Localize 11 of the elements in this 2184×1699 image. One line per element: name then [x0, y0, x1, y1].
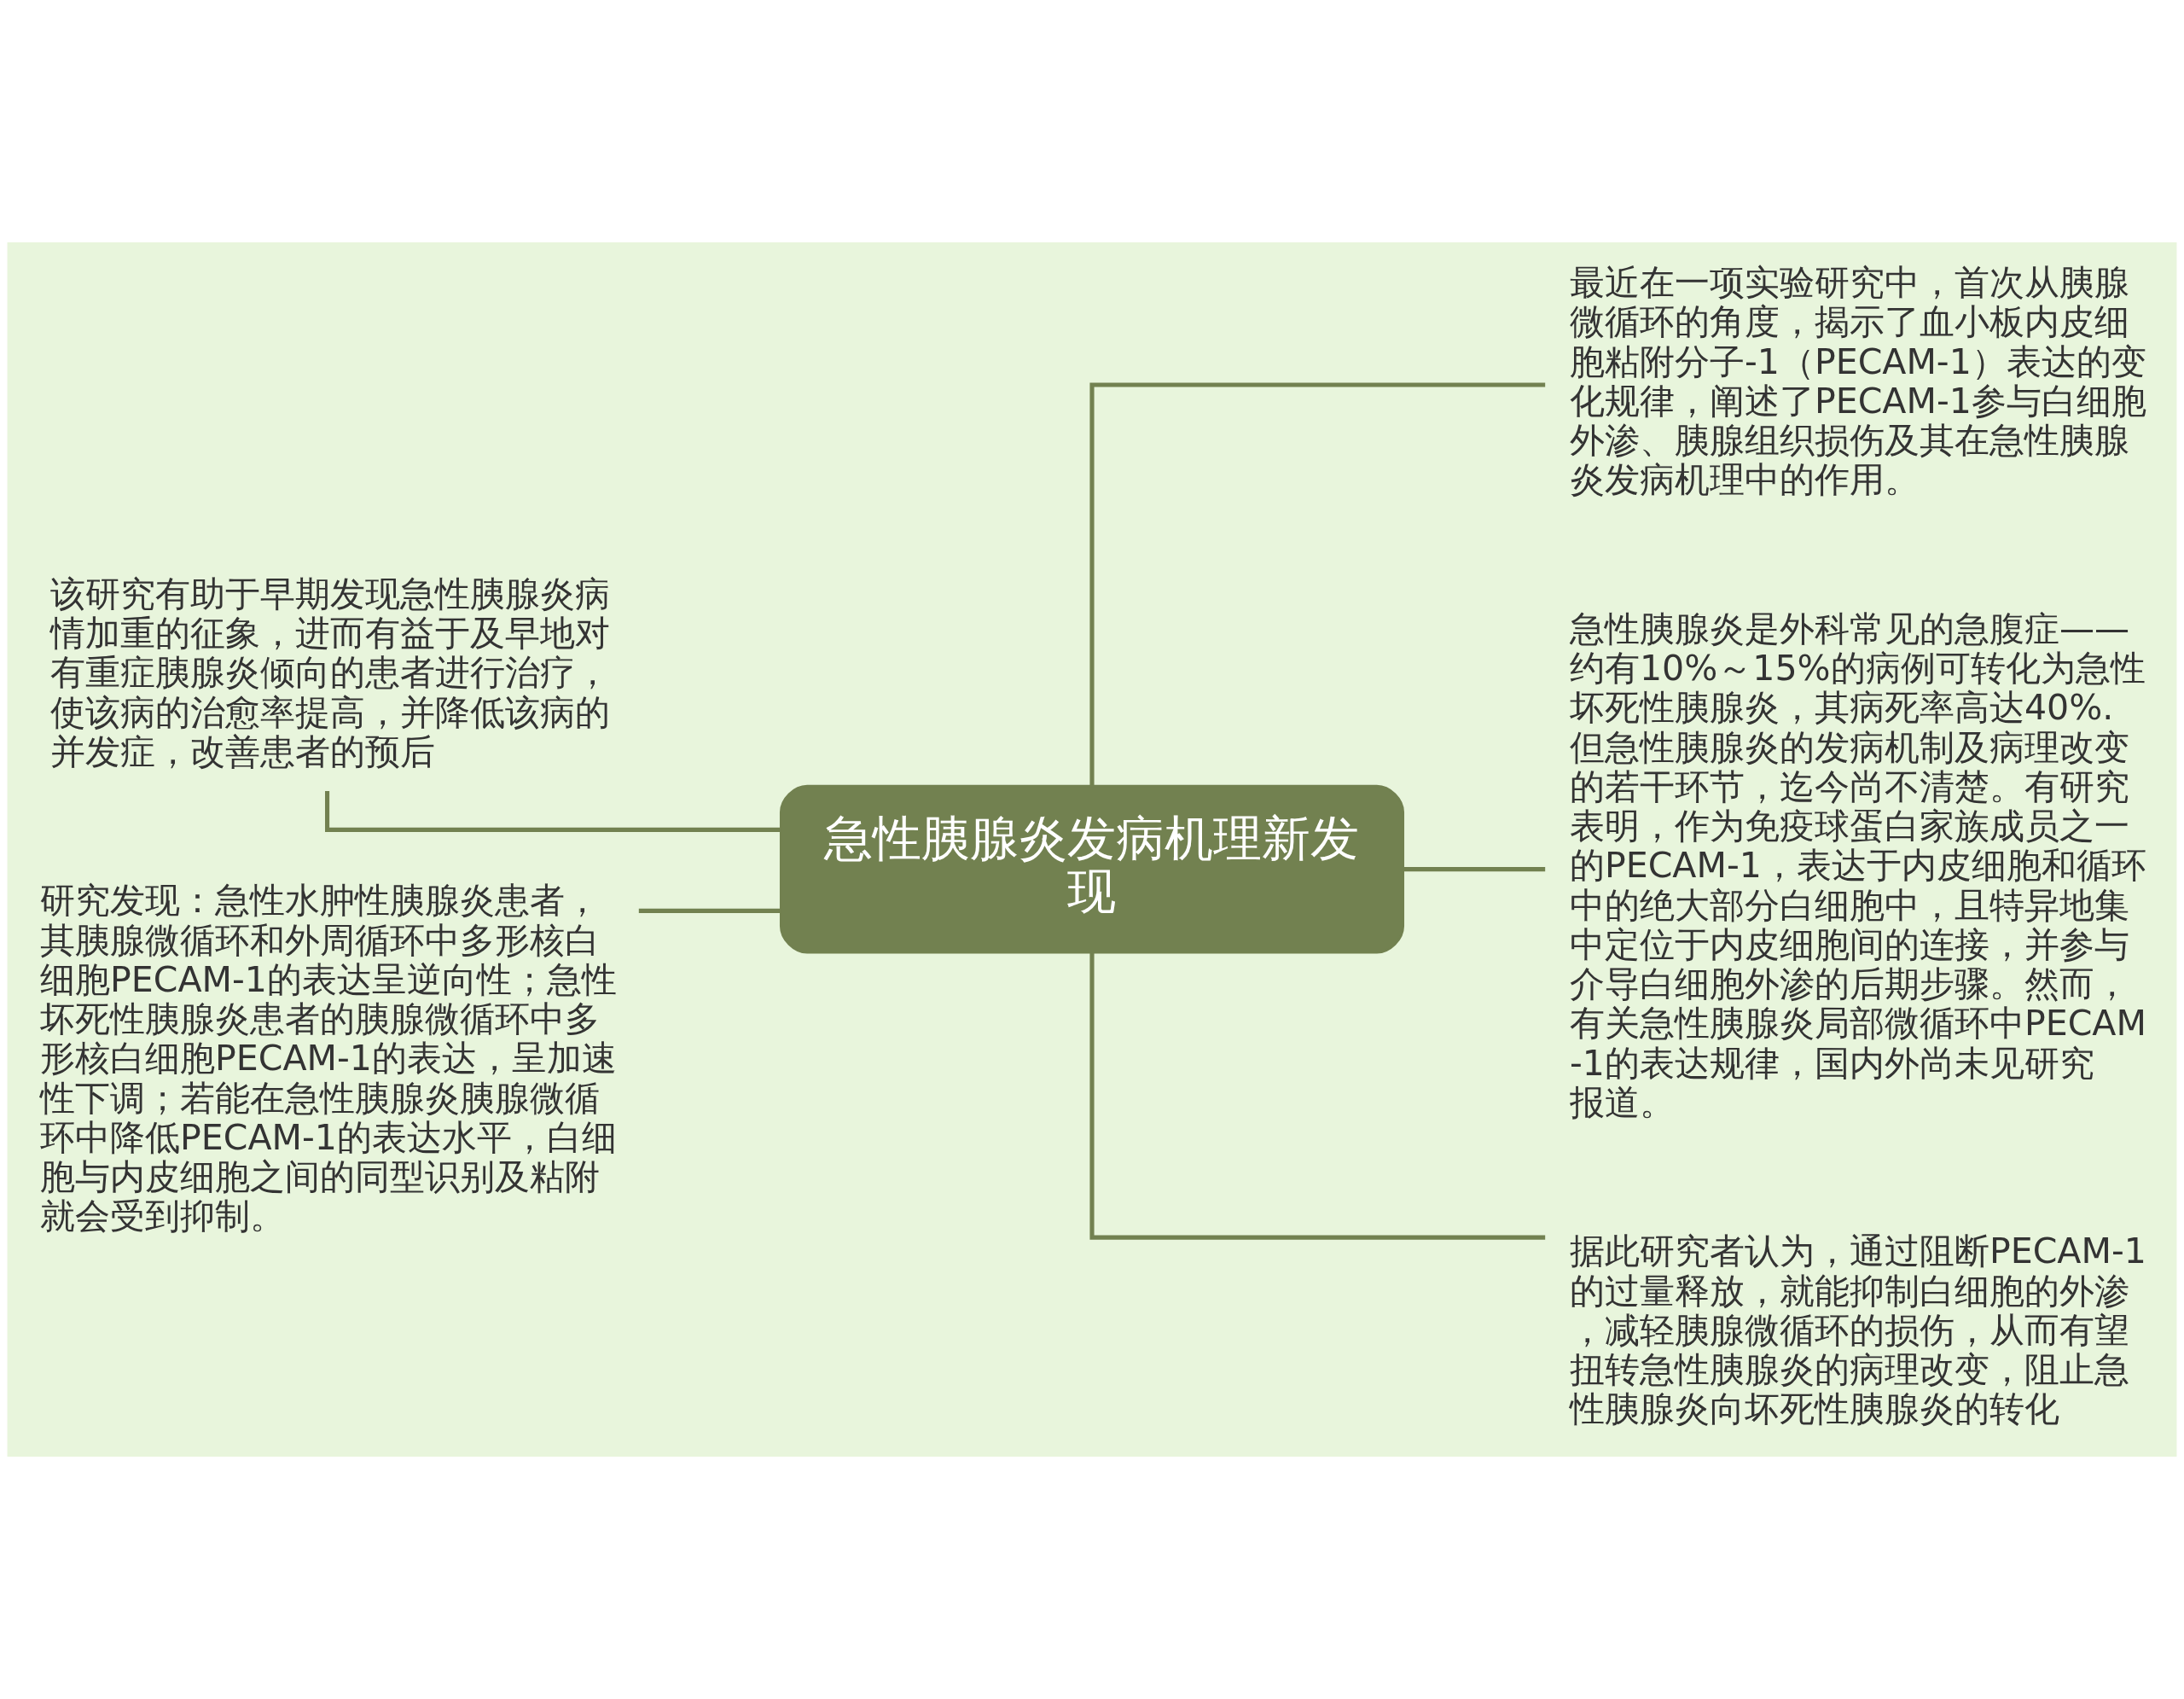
node-text: 据此研究者认为，通过阻断PECAM-1的过量释放，就能抑制白细胞的外渗，减轻胰腺微循环的损伤，从而有望扭转急性胰腺炎的病理改变，阻止急性胰腺炎向坏死性胰腺炎的转化 — [1569, 1231, 2146, 1430]
node-text: 最近在一项实验研究中，首次从胰腺微循环的角度，揭示了血小板内皮细胞粘附分子-1（PECAM-1）表达的变化规律，阐述了PECAM-1参与白细胞外渗、胰腺组织损伤及其在急性胰腺炎发病机理中的作用。 — [1569, 262, 2146, 501]
node-text: 研究发现：急性水肿性胰腺炎患者，其胰腺微循环和外周循环中多形核白细胞PECAM-1的表达呈逆向性；急性坏死性胰腺炎患者的胰腺微循环中多形核白细胞PECAM-1的表达，呈加速性下调；若能在急性胰腺炎胰腺微循环中降低PECAM-1的表达水平，白细胞与内皮细胞之间的同型识别及粘附就会受到抑制。 — [40, 880, 617, 1237]
connector — [1403, 867, 1546, 872]
connector — [1089, 952, 1546, 1240]
connector — [638, 908, 781, 913]
node-text: 该研究有助于早期发现急性胰腺炎病情加重的征象，进而有益于及早地对有重症胰腺炎倾向的患者进行治疗，使该病的治愈率提高，并降低该病的并发症，改善患者的预后 — [49, 573, 610, 772]
connector — [325, 791, 781, 832]
node-text: 急性胰腺炎是外科常见的急腹症——约有10%～15%的病例可转化为急性坏死性胰腺炎，其病死率高达40%.但急性胰腺炎的发病机制及病理改变的若干环节，迄今尚不清楚。有研究表明，作为免疫球蛋白家族成员之一的PECAM-1，表达于内皮细胞和循环中的绝大部分白细胞中，且特异地集中定位于内皮细胞间的连接，并参与介导白细胞外渗的后期步骤。然而，有关急性胰腺炎局部微循环中PECAM-1的表达规律，国内外尚未见研究报道。 — [1569, 608, 2146, 1123]
connector — [1089, 382, 1546, 786]
node-box: 急性胰腺炎发病机理新发现 — [779, 784, 1405, 954]
